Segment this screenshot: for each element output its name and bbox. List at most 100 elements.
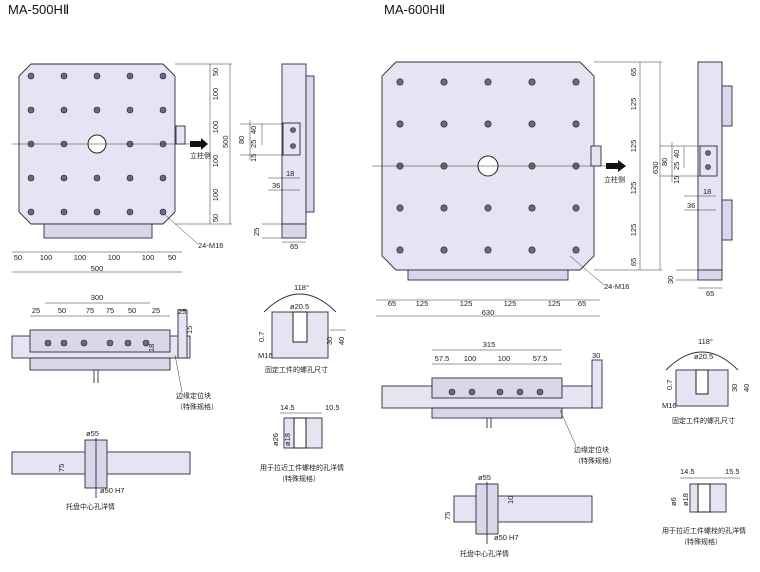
- bolt-hole: [159, 174, 167, 182]
- ma500-center-d55: ø55: [86, 429, 99, 438]
- ma600-column-side: 立柱侧: [604, 175, 625, 184]
- ma500-front-d15: 15: [185, 326, 194, 334]
- ma500-column-side: 立柱侧: [190, 151, 211, 160]
- dim-label: 57.5: [435, 354, 450, 363]
- bolt-hole: [484, 246, 492, 254]
- ma500-total-h: 500: [91, 264, 104, 273]
- dim-label: 75: [86, 306, 94, 315]
- bolt-hole: [572, 120, 580, 128]
- dim-label: 65: [629, 258, 638, 266]
- ma500-front-right25: 25: [178, 307, 186, 316]
- dim-label: 100: [498, 354, 511, 363]
- dim-label: 57.5: [533, 354, 548, 363]
- bolt-hole: [126, 174, 134, 182]
- ma600-edge-locator: 边缘定位块: [574, 445, 609, 454]
- front-hole: [142, 339, 150, 347]
- front-hole: [44, 339, 52, 347]
- bolt-hole: [528, 204, 536, 212]
- bolt-hole: [396, 246, 404, 254]
- dim-label: 125: [416, 299, 429, 308]
- dim-label: 50: [58, 306, 66, 315]
- ma600-bolt-d40: 40: [742, 384, 751, 392]
- column-side-arrow-icon: [190, 138, 208, 150]
- ma500-side-d15: 15: [249, 154, 258, 162]
- ma500-pull-detail: 14.5 10.5 ø26 ø18 用于拉近工件螺栓的孔洋情 （特殊规格）: [260, 403, 344, 483]
- bolt-hole: [93, 208, 101, 216]
- ma500-side-d18: 18: [286, 169, 294, 178]
- bolt-hole: [60, 208, 68, 216]
- dim-label: 100: [211, 88, 220, 101]
- ma500-front-total: 300: [91, 293, 104, 302]
- dim-label: 50: [14, 253, 22, 262]
- front-hole: [468, 388, 476, 396]
- ma500-holes-label: 24-M16: [198, 241, 223, 250]
- bolt-hole: [159, 106, 167, 114]
- dim-label: 65: [629, 68, 638, 76]
- dim-label: 100: [211, 189, 220, 202]
- ma500-bolt-d30: 30: [325, 337, 334, 345]
- ma600-pull-d15: 15.5: [725, 467, 740, 476]
- ma600-pull-detail: 14.5 15.5 ø6 ø18 用于拉近工件螺栓的孔洋情 （特殊规格）: [662, 467, 746, 546]
- ma500-edge-special: （特殊规格）: [176, 402, 218, 411]
- ma500-center-d75: 75: [57, 464, 66, 472]
- ma500-side-d36: 36: [272, 181, 280, 190]
- dim-label: 50: [128, 306, 136, 315]
- ma600-total-v: 630: [651, 161, 660, 174]
- ma600-side-d18: 18: [703, 187, 711, 196]
- bolt-hole: [572, 246, 580, 254]
- bolt-hole: [93, 106, 101, 114]
- front-hole: [80, 339, 88, 347]
- ma600-side-d80: 80: [660, 158, 669, 166]
- dim-label: 50: [211, 68, 220, 76]
- dim-label: 100: [211, 155, 220, 168]
- bolt-hole: [484, 78, 492, 86]
- dim-label: 65: [578, 299, 586, 308]
- ma600-bolt-holes: [396, 78, 580, 254]
- ma600-pull-caption2: （特殊规格）: [680, 537, 722, 546]
- dim-label: 100: [40, 253, 53, 262]
- dim-label: 125: [629, 140, 638, 153]
- ma500-edge-locator: 边缘定位块: [176, 391, 211, 400]
- ma600-pull-caption1: 用于拉近工件螺栓的孔洋情: [662, 526, 746, 535]
- ma600-side-d40: 40: [672, 150, 681, 158]
- ma600-total-h: 630: [482, 308, 495, 317]
- ma600-center-d50: ø50 H7: [494, 533, 519, 542]
- dim-label: 75: [106, 306, 114, 315]
- ma500-center-caption: 托盘中心孔洋情: [66, 502, 115, 511]
- ma600-center-d10: 10: [506, 496, 515, 504]
- dim-label: 125: [548, 299, 561, 308]
- ma500-pull-d26: ø26: [271, 433, 280, 446]
- dim-label: 100: [142, 253, 155, 262]
- column-side-arrow-icon: [606, 160, 626, 172]
- bolt-hole: [440, 120, 448, 128]
- ma500-center-d50: ø50 H7: [100, 486, 125, 495]
- title-ma600: MA-600HⅡ: [384, 2, 445, 17]
- bolt-hole: [396, 204, 404, 212]
- ma500-front-d18: 18: [147, 344, 156, 352]
- bolt-hole: [572, 204, 580, 212]
- bolt-hole: [396, 78, 404, 86]
- ma600-holes-label: 24-M16: [604, 282, 629, 291]
- ma500-bolt-detail: 118° ø20.5 0.7 30 40 M16 固定工件的螺孔尺寸: [257, 283, 346, 374]
- ma600-side-d36: 36: [687, 201, 695, 210]
- ma500-front-holes: [44, 339, 150, 347]
- bolt-hole: [93, 174, 101, 182]
- ma600-bolt-caption: 固定工件的螺孔尺寸: [672, 416, 735, 425]
- bolt-hole: [27, 174, 35, 182]
- dim-label: 50: [211, 214, 220, 222]
- bolt-hole: [126, 72, 134, 80]
- ma600-bolt-d07: 0.7: [665, 380, 674, 390]
- ma500-side-d80: 80: [237, 136, 246, 144]
- ma500-side-view: 40 25 80 15 18 36 25 65: [237, 63, 315, 251]
- front-hole: [60, 339, 68, 347]
- dim-label: 125: [629, 224, 638, 237]
- bolt-hole: [126, 208, 134, 216]
- dim-label: 65: [388, 299, 396, 308]
- ma500-bolt-holes: [27, 72, 167, 216]
- ma500-bolt-d07: 0.7: [257, 332, 266, 342]
- ma600-bolt-angle: 118°: [698, 337, 713, 346]
- ma500-pull-caption1: 用于拉近工件螺栓的孔洋情: [260, 463, 344, 472]
